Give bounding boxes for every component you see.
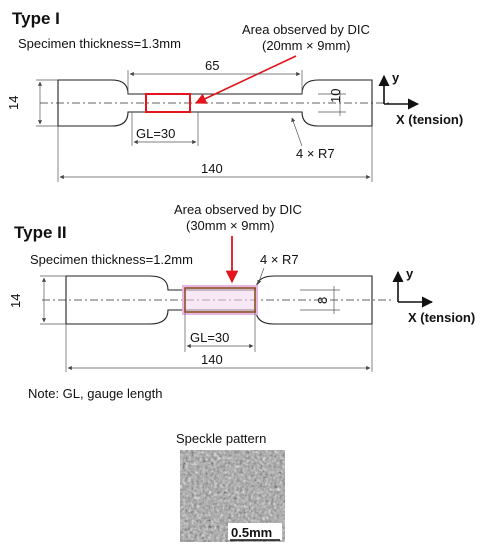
scale-bar-label: 0.5mm (231, 525, 272, 540)
type1-dic-label: Area observed by DIC (242, 22, 370, 37)
type1-radius-leader (291, 117, 303, 147)
type2-dic-highlight (182, 285, 258, 315)
type1-heading: Type I (12, 9, 60, 28)
type2-dim-8: 8 (315, 297, 330, 304)
note-text: Note: GL, gauge length (28, 386, 162, 401)
type1-axis-y: y (392, 70, 400, 85)
type1-axis-x: X (tension) (396, 112, 463, 127)
type2-axis-y: y (406, 266, 414, 281)
type1-dim-10: 10 (328, 89, 343, 103)
type2-gl: GL=30 (190, 330, 229, 345)
type2-thickness: Specimen thickness=1.2mm (30, 252, 193, 267)
type2-radius: 4 × R7 (260, 252, 299, 267)
type1-dic-size: (20mm × 9mm) (262, 38, 350, 53)
speckle-title: Speckle pattern (176, 431, 266, 446)
type2-dic-size: (30mm × 9mm) (186, 218, 274, 233)
type1-dim-140: 140 (201, 161, 223, 176)
type2-dim-14: 14 (8, 294, 23, 308)
type2-dim-140: 140 (201, 352, 223, 367)
type2-heading: Type II (14, 223, 67, 242)
type1-radius: 4 × R7 (296, 146, 335, 161)
type1-thickness: Specimen thickness=1.3mm (18, 36, 181, 51)
type1-gl: GL=30 (136, 126, 175, 141)
type1-dim-14: 14 (6, 96, 21, 110)
type2-dic-label: Area observed by DIC (174, 202, 302, 217)
type2-radius-leader (257, 267, 265, 285)
type1-dic-area (145, 93, 191, 113)
type2-dic-area (184, 287, 256, 313)
scale-bar-bg (228, 523, 282, 540)
type1-dim-65: 65 (205, 58, 219, 73)
type1-dic-pointer (194, 55, 297, 104)
type2-axis-x: X (tension) (408, 310, 475, 325)
